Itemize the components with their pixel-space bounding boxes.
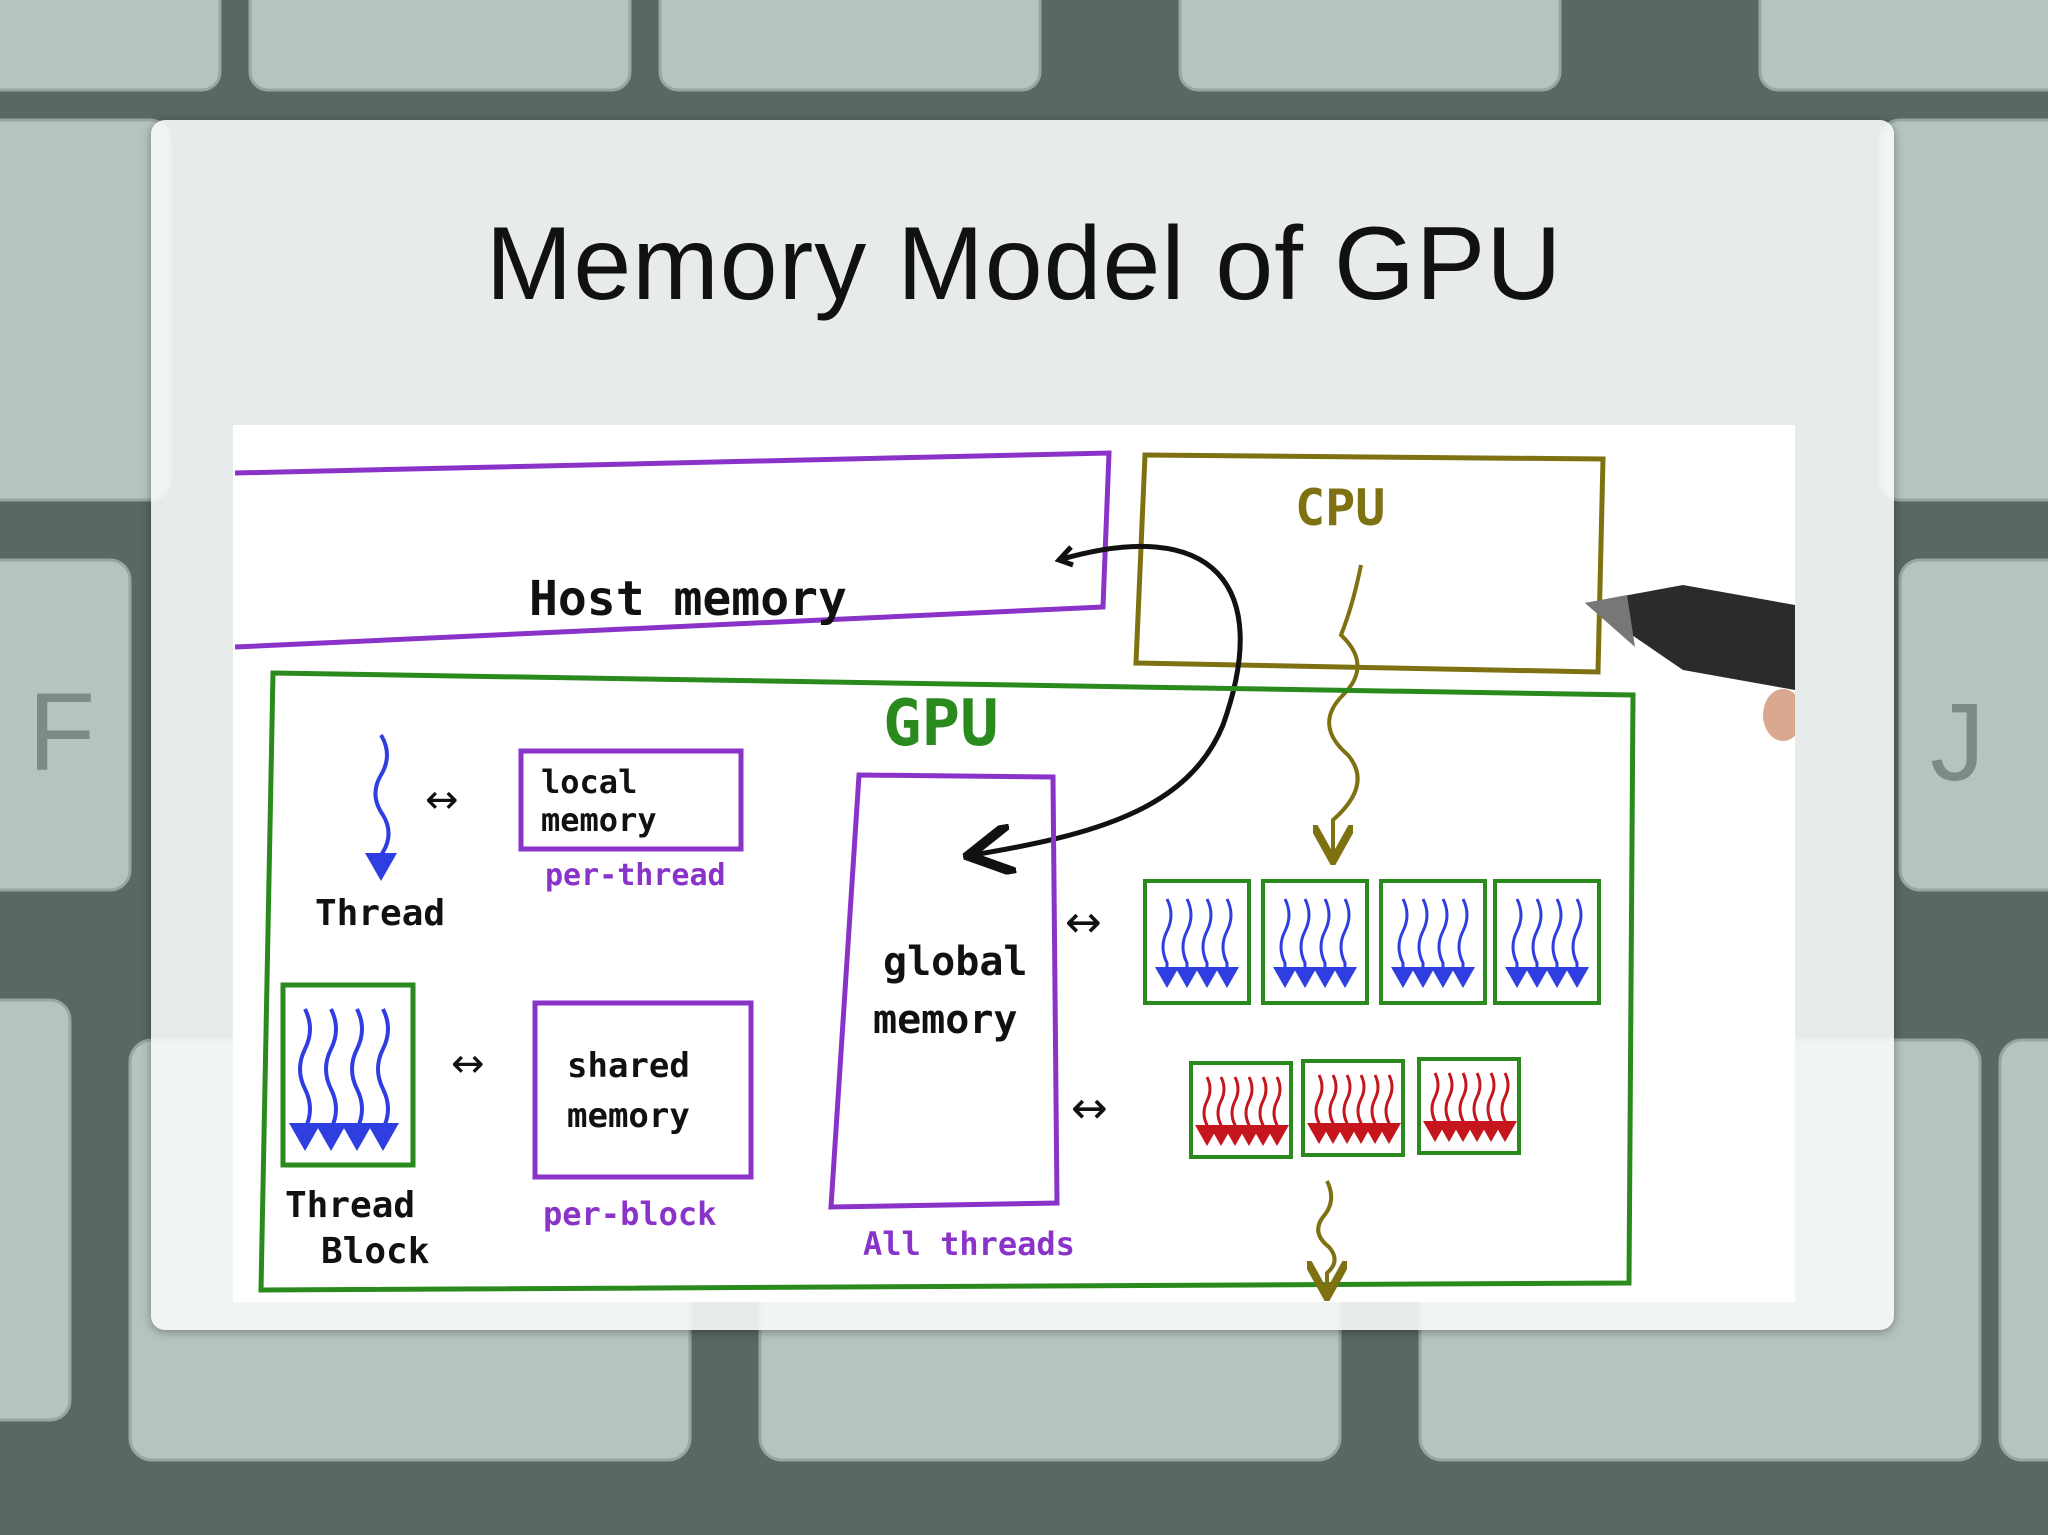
- blue-thread-blocks: [1143, 879, 1601, 1005]
- per-block-label: per-block: [543, 1195, 716, 1233]
- cpu-box: [1133, 452, 1606, 675]
- shared-memory-box: [532, 1000, 754, 1180]
- host-memory-box: [234, 450, 1112, 650]
- all-threads-label: All threads: [863, 1225, 1075, 1263]
- local-memory-label-2: memory: [541, 801, 657, 839]
- cpu-to-gpu-squiggle: [1329, 564, 1363, 857]
- slide-title: Memory Model of GPU: [485, 206, 1563, 322]
- local-memory-label-1: local: [541, 763, 637, 801]
- shared-memory-label-2: memory: [567, 1096, 690, 1136]
- thread-label: Thread: [315, 893, 445, 934]
- host-global-arrow: [973, 543, 1243, 855]
- thread-block-box: [280, 982, 416, 1168]
- svg-text:F: F: [28, 671, 95, 794]
- gpu-label: GPU: [883, 687, 999, 761]
- thread-local-arrow: ↔: [425, 777, 459, 823]
- global-red-blocks-arrow: ↔: [1071, 1083, 1108, 1134]
- thread-squiggle: [365, 733, 397, 881]
- bottom-squiggle: [1318, 1180, 1334, 1293]
- global-blue-blocks-arrow: ↔: [1065, 897, 1102, 948]
- red-thread-blocks: [1189, 1057, 1521, 1159]
- thread-block-threads: [289, 1008, 399, 1151]
- host-memory-label: Host memory: [529, 571, 847, 627]
- gpu-box: [258, 670, 1636, 1293]
- thread-block-label-1: Thread: [285, 1185, 415, 1226]
- thread-block-label-2: Block: [321, 1231, 430, 1272]
- cpu-label: CPU: [1295, 479, 1385, 537]
- shared-memory-label-1: shared: [567, 1046, 690, 1086]
- pen-icon: [1585, 585, 1795, 741]
- global-memory-label-2: memory: [873, 997, 1018, 1043]
- global-memory-box: [828, 772, 1060, 1210]
- svg-text:J: J: [1930, 681, 1985, 804]
- global-memory-label-1: global: [883, 939, 1028, 985]
- block-shared-arrow: ↔: [451, 1041, 485, 1087]
- gpu-memory-diagram: Host memory CPU GPU Thread ↔ local memor…: [233, 425, 1795, 1302]
- local-memory-box: [518, 748, 744, 852]
- per-thread-label: per-thread: [545, 858, 726, 893]
